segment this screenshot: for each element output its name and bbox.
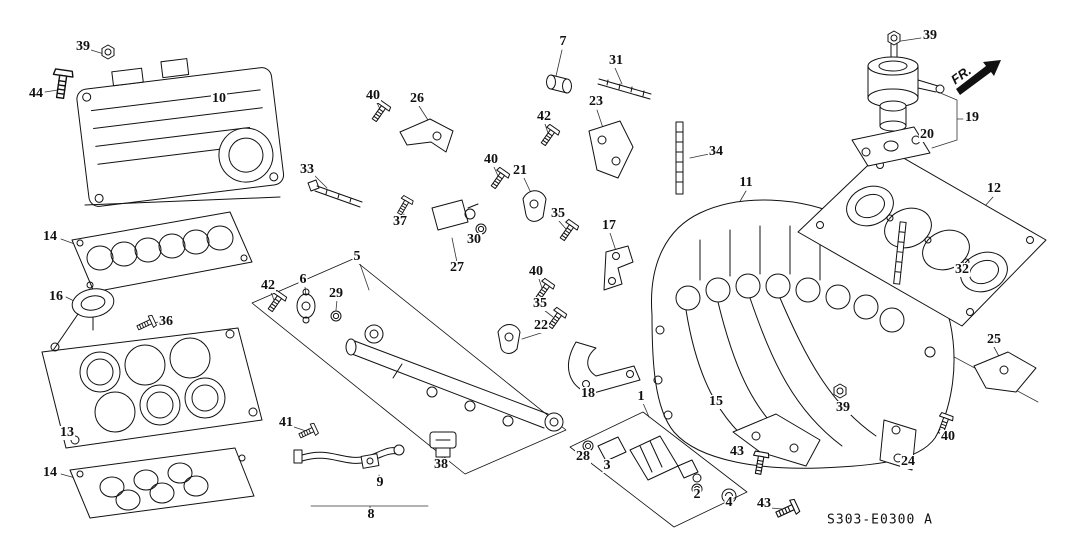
diagram-code: S303-E0300 A <box>827 512 933 528</box>
bolt-42-icon <box>264 289 288 315</box>
bolt-44-icon <box>49 68 75 100</box>
bolt-43-icon <box>773 497 801 523</box>
fr-direction-arrow <box>956 60 1001 95</box>
lower-intake-plenum <box>41 327 263 449</box>
manifold-gasket <box>797 147 1047 327</box>
bolt-40-icon <box>532 277 556 303</box>
bolt-40-icon <box>487 166 511 192</box>
bolt-41-icon <box>296 422 320 442</box>
bolt-35-icon <box>544 306 568 332</box>
oring-29-icon <box>330 310 342 322</box>
nut-39-icon <box>833 383 847 399</box>
nut-39-icon <box>101 44 115 60</box>
bolt-42-icon <box>537 123 561 149</box>
vacuum-valve-assembly <box>851 41 945 167</box>
intake-air-chamber <box>76 58 285 207</box>
lower-plenum-gasket <box>69 447 255 519</box>
fuel-rail-assembly <box>251 258 567 475</box>
bolt-36-icon <box>134 314 158 334</box>
small-parts <box>293 74 907 469</box>
bolt-40-icon <box>368 99 392 125</box>
upper-plenum-gasket <box>71 211 253 293</box>
fuel-injector-assembly <box>569 411 748 528</box>
nut-39-icon <box>887 30 901 46</box>
brackets-and-stays <box>399 118 1037 471</box>
oring-30-icon <box>475 223 487 235</box>
